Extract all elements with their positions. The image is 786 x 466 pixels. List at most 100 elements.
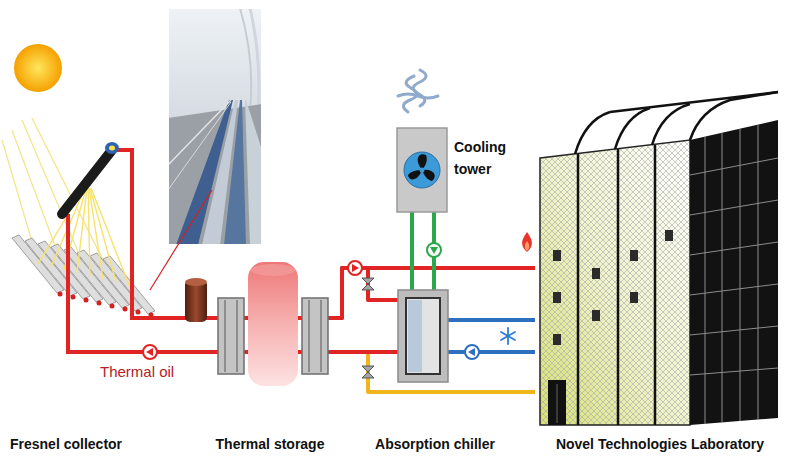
mirror-pivot: [84, 298, 89, 303]
laboratory-building: [610, 92, 778, 112]
storage-unit: Thermal storage: [212, 260, 330, 390]
laboratory-building: [540, 92, 778, 425]
laboratory-building: [592, 268, 600, 279]
fluid-label: Thermal oil: [100, 363, 174, 381]
pipe-connector: [330, 350, 398, 354]
sun: [14, 44, 62, 92]
expansion-tank: [185, 278, 207, 322]
laboratory-building: [690, 92, 778, 140]
heat-exchanger-plate: [320, 300, 322, 372]
circulation-pump: [348, 261, 362, 275]
mirror-pivot: [58, 292, 154, 318]
laboratory-building: [652, 104, 690, 145]
rooftop-photo: [240, 8, 251, 110]
circulation-pump: [146, 348, 153, 356]
laboratory-building: Novel Technologies Laboratory: [535, 115, 780, 425]
laboratory-building: [592, 310, 600, 321]
heat-symbol: [522, 232, 532, 252]
reflected-rays: [38, 188, 129, 285]
laboratory-building: [615, 108, 650, 149]
laboratory-building: [690, 200, 778, 215]
component-caption: Thermal storage: [216, 436, 325, 454]
heat-symbol: [525, 241, 530, 251]
steam-plume: [398, 94, 438, 98]
laboratory-building: [705, 137, 706, 424]
photo-leader: [150, 190, 212, 290]
laboratory-building: [575, 112, 610, 154]
pipe-connector: [168, 350, 212, 354]
mirror-pivot: [136, 310, 141, 315]
receiver-tube: [62, 142, 119, 214]
collector-unit: Fresnel collector: [5, 135, 168, 365]
laboratory-building: [553, 334, 561, 345]
storage-tank: [248, 262, 298, 386]
circulation-pump: [352, 264, 359, 272]
circulation-pump: [465, 345, 479, 359]
rooftop-photo: [168, 8, 262, 245]
reflected-rays: [88, 188, 90, 276]
collector-pipe: [68, 214, 170, 352]
cooling-tower-box: [408, 170, 422, 179]
laboratory-building: [553, 230, 673, 345]
mirror-pivot: [123, 307, 128, 312]
mirror-pivot: [71, 295, 76, 300]
laboratory-building: [665, 230, 673, 241]
rooftop-photo: [245, 100, 262, 245]
laboratory-building: [758, 125, 759, 420]
steam-plume: [398, 70, 438, 112]
receiver-tube: [105, 142, 119, 154]
rooftop-photo: [168, 102, 231, 190]
heat-symbol: [522, 232, 532, 252]
laboratory-building: [617, 149, 620, 425]
three-way-valve: [362, 278, 374, 378]
storage-tank: [251, 264, 295, 276]
cooling-tower-box: [397, 128, 447, 212]
laboratory-building: [553, 292, 561, 303]
mirror-pivot: [97, 301, 102, 306]
laboratory-building: [690, 326, 778, 335]
circulation-pump: [430, 247, 438, 254]
pipe-connector: [410, 212, 414, 290]
mirror-pivot: [110, 304, 115, 309]
reflected-rays: [91, 188, 129, 285]
three-way-valve: [362, 278, 374, 290]
laboratory-building: [575, 92, 778, 425]
absorption-chiller: Absorption chiller: [398, 290, 448, 382]
laboratory-building: [722, 133, 723, 423]
chiller-box: [408, 300, 422, 372]
collector-pipe: [112, 150, 170, 318]
rooftop-photo: [168, 8, 262, 245]
reflected-rays: [90, 188, 116, 282]
mirror-pivot: [58, 292, 63, 297]
receiver-tube: [109, 146, 115, 151]
laboratory-building: [630, 250, 638, 261]
heat-exchanger-plate: [236, 300, 238, 372]
laboratory-building: [630, 292, 638, 303]
circulation-pump: [468, 348, 475, 356]
cooling-tower: Cooling tower: [397, 128, 447, 212]
circulation-pump: [143, 345, 157, 359]
component-caption: Absorption chiller: [375, 436, 495, 454]
laboratory-building: [557, 384, 558, 423]
cold-symbol: [501, 332, 515, 340]
laboratory-building: [540, 140, 690, 425]
expansion-tank: [185, 280, 207, 322]
laboratory-building: [690, 158, 778, 175]
expansion-tank: [185, 278, 207, 286]
laboratory-building: [690, 242, 778, 255]
component-caption: Novel Technologies Laboratory: [556, 436, 764, 454]
laboratory-building: [577, 154, 580, 425]
chiller-box: [398, 290, 448, 382]
circulation-pump: [143, 345, 157, 359]
cold-symbol: [501, 328, 515, 344]
component-caption: Fresnel collector: [10, 436, 122, 454]
laboratory-building: [690, 125, 778, 424]
steam-plume: [413, 70, 426, 106]
laboratory-building: [548, 380, 566, 425]
pipe-connector: [448, 318, 535, 322]
cooling-tower-box: [397, 128, 447, 212]
chiller-box: [406, 298, 440, 374]
cooling-tower-box: [404, 152, 440, 188]
